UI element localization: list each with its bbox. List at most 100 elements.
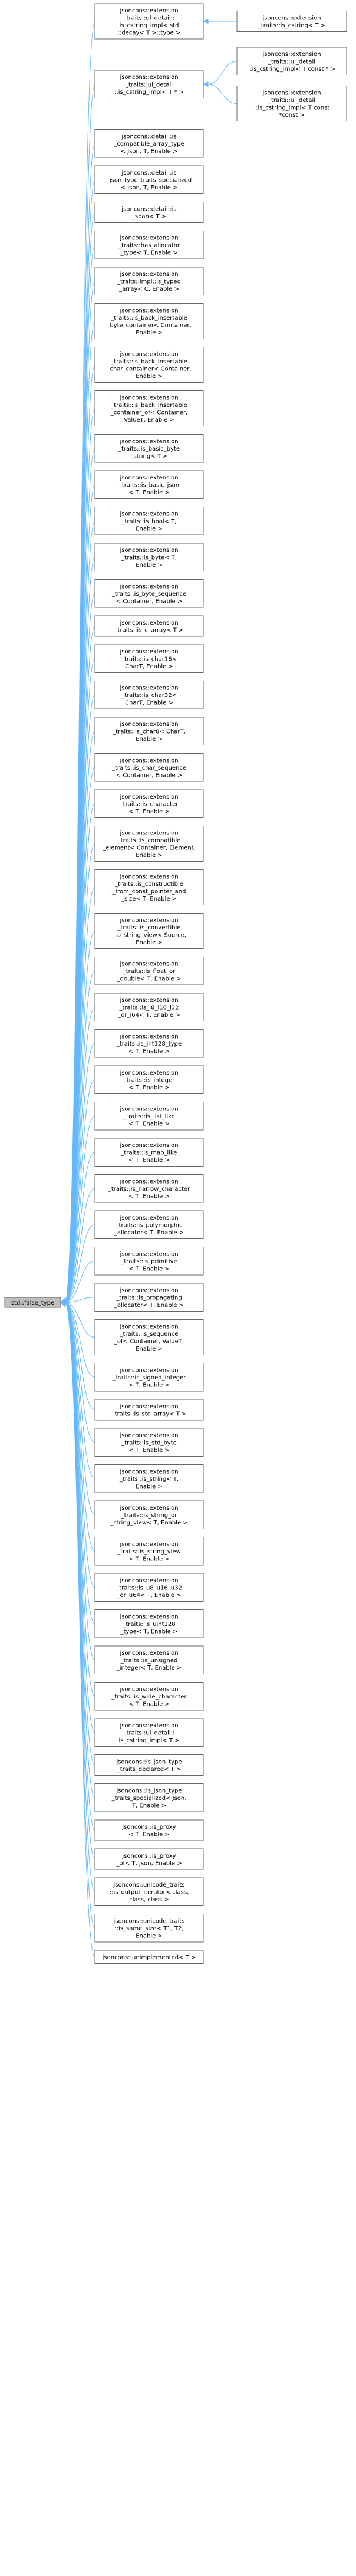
- class-node-n38[interactable]: jsoncons::extension_traits::is_string< T…: [94, 1464, 204, 1493]
- class-node-n39[interactable]: jsoncons::extension_traits::is_string_or…: [94, 1500, 204, 1529]
- class-node-n21[interactable]: jsoncons::extension_traits::is_compatibl…: [94, 826, 204, 862]
- class-node-n3[interactable]: jsoncons::detail::is_json_type_traits_sp…: [94, 165, 204, 194]
- node-label-line: jsoncons::extension: [119, 1432, 178, 1439]
- node-label-line: < T, Enable >: [128, 1157, 170, 1164]
- node-box: [94, 993, 204, 1021]
- node-label-line: jsoncons::extension: [119, 583, 178, 590]
- class-node-g1[interactable]: jsoncons::extension_traits::ul_detail::i…: [94, 70, 204, 98]
- class-node-n5[interactable]: jsoncons::extension_traits::has_allocato…: [94, 231, 204, 259]
- node-label-line: _traits::is_char8< CharT,: [112, 728, 186, 735]
- class-node-n12[interactable]: jsoncons::extension_traits::is_bool< T,E…: [94, 507, 204, 535]
- node-label-line: _string_view< T, Enable >: [110, 1520, 187, 1526]
- class-node-n23[interactable]: jsoncons::extension_traits::is_convertib…: [94, 913, 204, 949]
- node-box: [94, 1065, 204, 1094]
- node-label-line: Enable >: [136, 330, 163, 336]
- node-label-line: Enable >: [136, 736, 163, 742]
- class-node-n16[interactable]: jsoncons::extension_traits::is_char16<Ch…: [94, 644, 204, 673]
- class-node-n36[interactable]: jsoncons::extension_traits::is_std_array…: [94, 1399, 204, 1421]
- class-node-n25[interactable]: jsoncons::extension_traits::is_i8_i16_i3…: [94, 993, 204, 1021]
- class-node-n51[interactable]: jsoncons::unicode_traits::is_same_size< …: [94, 1914, 204, 1943]
- class-node-n42[interactable]: jsoncons::extension_traits::is_uint128_t…: [94, 1609, 204, 1638]
- class-node-n45[interactable]: jsoncons::extension_traits::ul_detail::i…: [94, 1718, 204, 1747]
- inheritance-edge: [64, 1260, 95, 1303]
- class-node-n26[interactable]: jsoncons::extension_traits::is_int128_ty…: [94, 1029, 204, 1058]
- node-label-line: _compatible_array_type: [113, 141, 184, 147]
- class-node-n19[interactable]: jsoncons::extension_traits::is_char_sequ…: [94, 753, 204, 782]
- class-node-n30[interactable]: jsoncons::extension_traits::is_narrow_ch…: [94, 1174, 204, 1203]
- node-label-line: _traits::has_allocator: [118, 242, 180, 249]
- class-node-n48[interactable]: jsoncons::is_proxy< T, Enable >: [94, 1819, 204, 1841]
- class-node-n8[interactable]: jsoncons::extension_traits::is_back_inse…: [94, 347, 204, 383]
- class-node-n7[interactable]: jsoncons::extension_traits::is_back_inse…: [94, 303, 204, 339]
- class-node-g1c1[interactable]: jsoncons::extension_traits::ul_detail::i…: [236, 86, 347, 121]
- class-node-n17[interactable]: jsoncons::extension_traits::is_char32<Ch…: [94, 681, 204, 709]
- class-node-n52[interactable]: jsoncons::unimplemented< T >: [94, 1950, 204, 1964]
- node-box: [94, 1950, 204, 1964]
- node-label-line: _traits::is_i8_i16_i32: [119, 1004, 179, 1011]
- class-node-n46[interactable]: jsoncons::is_json_type_traits_declared< …: [94, 1754, 204, 1776]
- class-node-n10[interactable]: jsoncons::extension_traits::is_basic_byt…: [94, 434, 204, 463]
- node-box: [94, 1537, 204, 1566]
- node-label-line: _traits::is_c_array< T >: [114, 627, 184, 633]
- class-node-n18[interactable]: jsoncons::extension_traits::is_char8< Ch…: [94, 717, 204, 745]
- class-node-n22[interactable]: jsoncons::extension_traits::is_construct…: [94, 869, 204, 905]
- class-node-g0c0[interactable]: jsoncons::extension_traits::is_cstring< …: [236, 11, 347, 32]
- class-node-n35[interactable]: jsoncons::extension_traits::is_signed_in…: [94, 1363, 204, 1392]
- class-node-n2[interactable]: jsoncons::detail::is_compatible_array_ty…: [94, 129, 204, 158]
- node-label-line: _traits::is_wide_character: [111, 1694, 187, 1700]
- class-node-n37[interactable]: jsoncons::extension_traits::is_std_byte<…: [94, 1428, 204, 1457]
- node-label-line: Enable >: [136, 852, 163, 859]
- class-node-n9[interactable]: jsoncons::extension_traits::is_back_inse…: [94, 390, 204, 426]
- inheritance-edge: [64, 1302, 95, 1410]
- node-label-line: < T, Enable >: [128, 1121, 170, 1127]
- node-label-line: jsoncons::extension: [119, 997, 178, 1004]
- node-label-line: _traits::is_narrow_character: [108, 1186, 190, 1192]
- class-node-n13[interactable]: jsoncons::extension_traits::is_byte< T,E…: [94, 543, 204, 571]
- class-node-g0[interactable]: jsoncons::extension_traits::ul_detail::i…: [94, 3, 204, 40]
- node-label-line: jsoncons::unicode_traits: [113, 1882, 185, 1888]
- class-node-n4[interactable]: jsoncons::detail::is_span< T >: [94, 202, 204, 223]
- node-box: [94, 434, 204, 463]
- class-node-n20[interactable]: jsoncons::extension_traits::is_character…: [94, 789, 204, 818]
- node-box: [94, 1877, 204, 1906]
- class-node-n41[interactable]: jsoncons::extension_traits::is_u8_u16_u3…: [94, 1573, 204, 1602]
- inheritance-edge: [64, 1302, 95, 1552]
- inheritance-edge: [64, 1188, 95, 1303]
- class-node-n24[interactable]: jsoncons::extension_traits::is_float_or_…: [94, 957, 204, 985]
- class-node-n28[interactable]: jsoncons::extension_traits::is_list_like…: [94, 1102, 204, 1131]
- root-class-node[interactable]: std::false_type: [4, 1297, 61, 1308]
- node-label-line: jsoncons::extension: [119, 235, 178, 241]
- class-node-n44[interactable]: jsoncons::extension_traits::is_wide_char…: [94, 1682, 204, 1711]
- class-node-n47[interactable]: jsoncons::is_json_type_traits_specialize…: [94, 1783, 204, 1812]
- class-node-n27[interactable]: jsoncons::extension_traits::is_integer< …: [94, 1065, 204, 1094]
- class-node-n29[interactable]: jsoncons::extension_traits::is_map_like<…: [94, 1138, 204, 1167]
- node-label-line: jsoncons::extension: [262, 90, 321, 96]
- class-node-n32[interactable]: jsoncons::extension_traits::is_primitive…: [94, 1247, 204, 1276]
- class-node-n40[interactable]: jsoncons::extension_traits::is_string_vi…: [94, 1537, 204, 1566]
- node-label-line: < Container, Enable >: [116, 772, 182, 778]
- class-node-n11[interactable]: jsoncons::extension_traits::is_basic_jso…: [94, 470, 204, 499]
- node-box: [94, 1754, 204, 1776]
- node-label-line: _array< C, Enable >: [118, 286, 179, 293]
- class-node-n15[interactable]: jsoncons::extension_traits::is_c_array< …: [94, 615, 204, 637]
- class-node-n50[interactable]: jsoncons::unicode_traits::is_output_iter…: [94, 1877, 204, 1906]
- class-node-n33[interactable]: jsoncons::extension_traits::is_propagati…: [94, 1283, 204, 1312]
- node-box: [94, 753, 204, 782]
- class-node-n31[interactable]: jsoncons::extension_traits::is_polymorph…: [94, 1210, 204, 1239]
- node-label-line: jsoncons::detail::is: [121, 170, 176, 176]
- class-node-n34[interactable]: jsoncons::extension_traits::is_sequence_…: [94, 1319, 204, 1355]
- node-label-line: _allocator< T, Enable >: [114, 1230, 184, 1236]
- class-node-n43[interactable]: jsoncons::extension_traits::is_unsigned_…: [94, 1645, 204, 1674]
- inheritance-edge: [64, 1043, 95, 1303]
- class-node-n49[interactable]: jsoncons::is_proxy_of< T, Json, Enable >: [94, 1848, 204, 1870]
- node-label-line: _traits::is_string< T,: [119, 1476, 179, 1483]
- node-label-line: _element< Container, Element,: [102, 845, 196, 851]
- node-label-line: < T, Enable >: [128, 1556, 170, 1562]
- node-box: [94, 1783, 204, 1812]
- arrowhead: [202, 18, 209, 24]
- node-label-line: jsoncons::extension: [119, 511, 178, 517]
- class-node-n14[interactable]: jsoncons::extension_traits::is_byte_sequ…: [94, 579, 204, 608]
- class-node-n6[interactable]: jsoncons::extension_traits::impl::is_typ…: [94, 267, 204, 295]
- node-label-line: < T, Enable >: [128, 489, 170, 496]
- class-node-g1c0[interactable]: jsoncons::extension_traits::ul_detail::i…: [236, 47, 347, 75]
